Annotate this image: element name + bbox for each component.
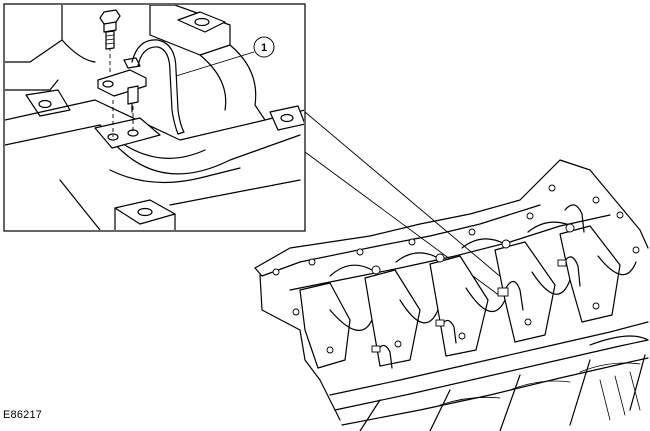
callout-circle <box>253 36 275 58</box>
zoom-leader-lines <box>304 111 509 297</box>
detail-inset: 1 <box>3 3 306 232</box>
callout-number: 1 <box>261 42 267 54</box>
figure-id-label: E86217 <box>3 409 43 421</box>
engine-block <box>254 159 649 431</box>
